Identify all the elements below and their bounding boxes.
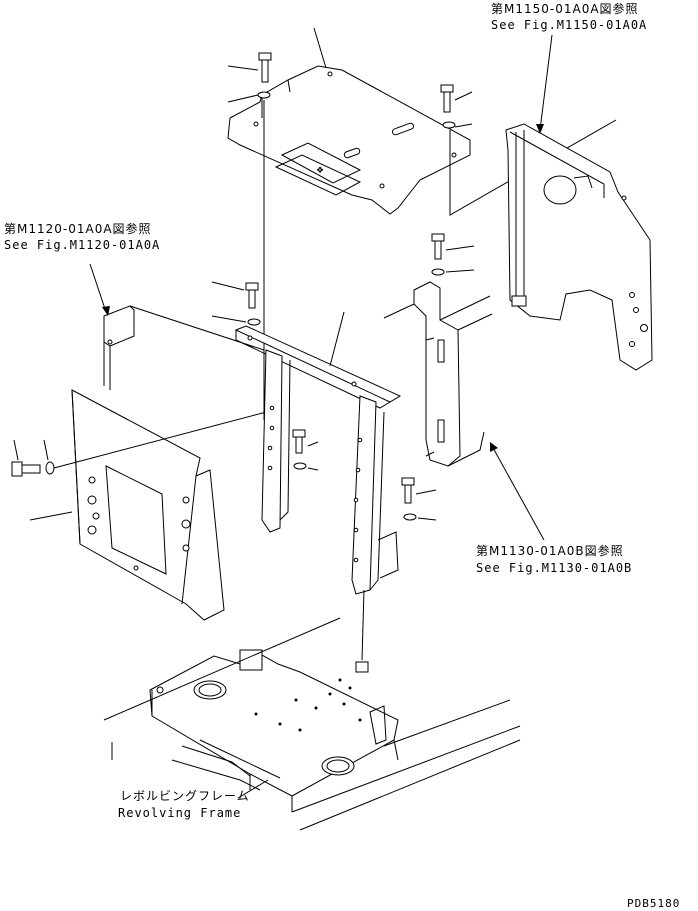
bolt-center-left — [211, 281, 261, 326]
bolt-right-lower — [401, 477, 437, 521]
bolt-right-upper — [431, 233, 475, 276]
frame-label-en: Revolving Frame — [118, 806, 242, 820]
ref-m1130-jp: 第M1130-01A0B図参照 — [476, 544, 624, 558]
frame-label-jp: レボルビングフレーム — [120, 789, 250, 803]
bolt-side-left — [11, 409, 275, 477]
right-side-bracket — [383, 281, 493, 467]
left-cover-panel — [71, 389, 225, 621]
left-side-bracket — [103, 305, 265, 390]
center-cross-frame — [234, 325, 402, 595]
ref-m1120-jp: 第M1120-01A0A図参照 — [4, 222, 152, 236]
ref-m1130-en: See Fig.M1130-01A0B — [476, 561, 633, 575]
svg-text:❖: ❖ — [316, 166, 324, 176]
ref-m1150-en: See Fig.M1150-01A0A — [491, 18, 648, 32]
top-cover-plate: ❖ — [227, 65, 471, 215]
bolt-top-left — [227, 52, 272, 420]
revolving-frame — [103, 617, 521, 831]
bolt-center-right — [292, 429, 319, 471]
bolt-top-right — [440, 84, 617, 216]
ref-m1150-jp: 第M1150-01A0A図参照 — [491, 2, 639, 16]
ref-m1120-en: See Fig.M1120-01A0A — [4, 238, 161, 252]
rear-bracket-panel — [505, 123, 653, 371]
drawing-code: PDB5180 — [627, 897, 681, 910]
